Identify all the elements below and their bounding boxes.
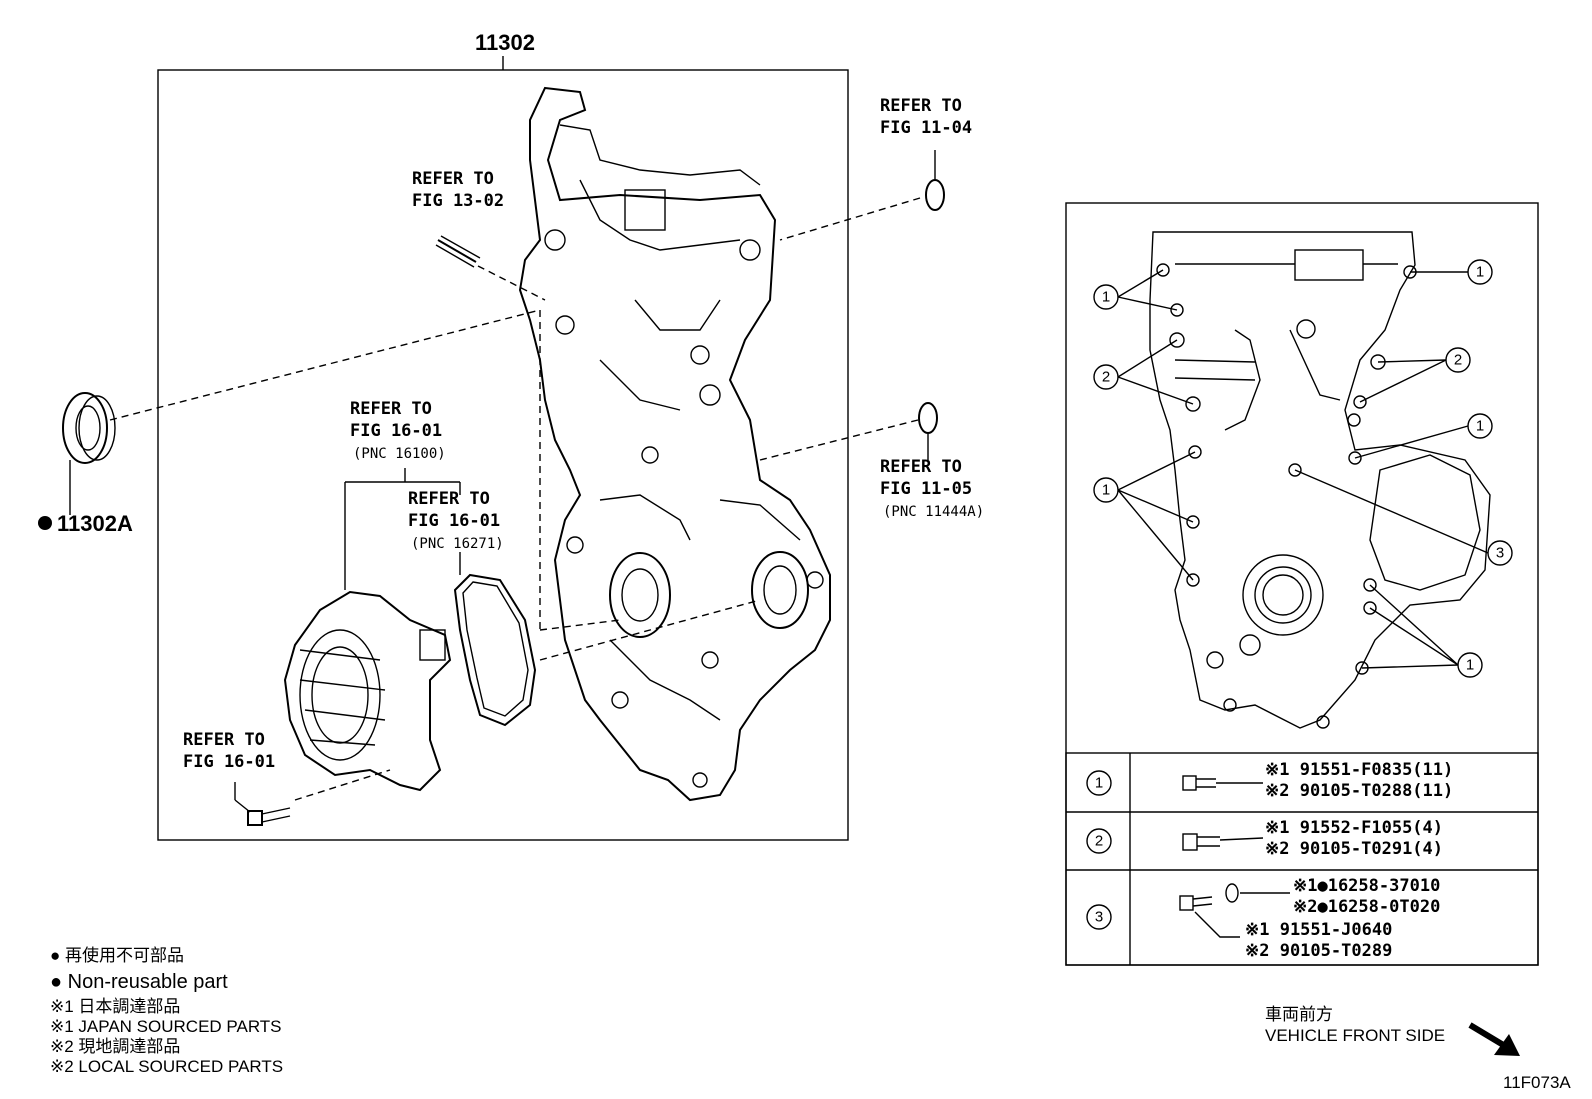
legend-line-5: ※2 現地調達部品: [50, 1037, 180, 1056]
svg-text:(PNC 16100): (PNC 16100): [353, 446, 446, 462]
legend: ● 再使用不可部品 ● Non-reusable part ※1 日本調達部品 …: [50, 945, 283, 1076]
svg-text:REFER TO: REFER TO: [350, 399, 432, 419]
bolt-icon: [1179, 895, 1194, 911]
svg-text:REFER TO: REFER TO: [880, 457, 962, 477]
bolt-icon: [1196, 778, 1263, 788]
refer-fig-16-01-pnc-16271[interactable]: REFER TO FIG 16-01 (PNC 16271): [408, 489, 504, 552]
bolt-table: [1065, 752, 1539, 966]
refer-fig-13-02[interactable]: REFER TO FIG 13-02: [412, 169, 504, 211]
svg-text:1: 1: [1095, 775, 1103, 792]
svg-text:REFER TO: REFER TO: [408, 489, 490, 509]
inset-callout-1c[interactable]: 1: [1093, 477, 1119, 503]
legend-line-6: ※2 LOCAL SOURCED PARTS: [50, 1057, 283, 1076]
front-label-en: VEHICLE FRONT SIDE: [1265, 1026, 1445, 1045]
inset-callout-1d[interactable]: 1: [1467, 413, 1493, 439]
svg-text:FIG 13-02: FIG 13-02: [412, 191, 504, 211]
o-ring-middle: [918, 402, 938, 434]
svg-text:1: 1: [1102, 289, 1110, 306]
svg-text:※2 90105-T0291(4): ※2 90105-T0291(4): [1265, 839, 1443, 859]
inset-callout-3[interactable]: 3: [1487, 540, 1513, 566]
svg-text:FIG 16-01: FIG 16-01: [408, 511, 500, 531]
oil-seal-illustration: [62, 392, 116, 464]
svg-text:(PNC 16271): (PNC 16271): [411, 536, 504, 552]
refer-fig-11-05[interactable]: REFER TO FIG 11-05 (PNC 11444A): [880, 457, 984, 520]
water-pump-illustration: [283, 590, 452, 792]
non-reusable-mark: [38, 516, 52, 530]
refer-fig-16-01-bolt[interactable]: REFER TO FIG 16-01: [183, 730, 275, 772]
svg-text:1: 1: [1476, 264, 1484, 281]
refer-fig-16-01-pnc-16100[interactable]: REFER TO FIG 16-01 (PNC 16100): [350, 399, 446, 462]
svg-text:※1●16258-37010: ※1●16258-37010: [1293, 876, 1440, 896]
legend-line-3: ※1 日本調達部品: [50, 997, 180, 1016]
svg-text:FIG 11-05: FIG 11-05: [880, 479, 972, 499]
svg-text:1: 1: [1102, 482, 1110, 499]
refer-fig-11-04[interactable]: REFER TO FIG 11-04: [880, 96, 972, 138]
bolt-icon: [1192, 896, 1213, 907]
bolt-table-row-3[interactable]: 3 ※1●16258-37010 ※2●16258-0T020 ※1 91551…: [1086, 876, 1440, 961]
svg-text:※1 91552-F1055(4): ※1 91552-F1055(4): [1265, 818, 1443, 838]
svg-text:1: 1: [1466, 657, 1474, 674]
bolt-icon: [1197, 836, 1264, 847]
inset-cover-outline: [1149, 231, 1491, 729]
washer-icon: [1225, 883, 1239, 903]
inset-callout-1a[interactable]: 1: [1093, 284, 1119, 310]
o-ring-top: [925, 179, 945, 211]
legend-line-4: ※1 JAPAN SOURCED PARTS: [50, 1017, 282, 1036]
bolt-table-row-1[interactable]: 1 ※1 91551-F0835(11) ※2 90105-T0288(11): [1086, 760, 1453, 801]
svg-text:(PNC 11444A): (PNC 11444A): [883, 504, 984, 520]
svg-text:REFER TO: REFER TO: [412, 169, 494, 189]
svg-text:※2 90105-T0289: ※2 90105-T0289: [1245, 941, 1392, 961]
svg-text:※1 91551-F0835(11): ※1 91551-F0835(11): [1265, 760, 1453, 780]
svg-text:REFER TO: REFER TO: [880, 96, 962, 116]
bolt-icon: [1182, 775, 1197, 791]
svg-text:1: 1: [1476, 418, 1484, 435]
inset-callout-1b[interactable]: 1: [1467, 259, 1493, 285]
bolt-icon: [1182, 833, 1198, 851]
legend-line-2: ● Non-reusable part: [50, 971, 228, 993]
water-pump-gasket: [453, 573, 537, 727]
svg-text:2: 2: [1102, 369, 1110, 386]
inset-bolt-holes: [1156, 263, 1417, 729]
svg-text:FIG 11-04: FIG 11-04: [880, 118, 972, 138]
svg-text:3: 3: [1095, 909, 1103, 926]
timing-chain-cover-illustration: [518, 86, 831, 802]
svg-text:※2●16258-0T020: ※2●16258-0T020: [1293, 897, 1440, 917]
inset-leader-lines: [1117, 269, 1489, 669]
svg-text:REFER TO: REFER TO: [183, 730, 265, 750]
svg-text:2: 2: [1454, 352, 1462, 369]
front-arrow-icon: [1468, 1022, 1520, 1056]
inset-callout-1e[interactable]: 1: [1457, 652, 1483, 678]
pump-bolt-illustration: [247, 807, 291, 826]
legend-line-1: ● 再使用不可部品: [50, 945, 184, 965]
svg-text:※2 90105-T0288(11): ※2 90105-T0288(11): [1265, 781, 1453, 801]
figure-id: 11F073A: [1503, 1073, 1571, 1092]
svg-text:FIG 16-01: FIG 16-01: [350, 421, 442, 441]
svg-text:2: 2: [1095, 833, 1103, 850]
svg-text:※1 91551-J0640: ※1 91551-J0640: [1245, 920, 1392, 940]
main-assembly-frame: [157, 69, 849, 841]
svg-text:3: 3: [1496, 545, 1504, 562]
svg-text:FIG 16-01: FIG 16-01: [183, 752, 275, 772]
bolt-table-row-2[interactable]: 2 ※1 91552-F1055(4) ※2 90105-T0291(4): [1086, 818, 1443, 859]
stud-bolt-illustration: [435, 235, 481, 268]
seal-part-number[interactable]: 11302A: [57, 511, 133, 536]
inset-callout-2b[interactable]: 2: [1445, 347, 1471, 373]
front-label-jp: 車両前方: [1265, 1005, 1333, 1024]
inset-callout-2a[interactable]: 2: [1093, 364, 1119, 390]
main-part-number[interactable]: 11302: [475, 30, 535, 55]
